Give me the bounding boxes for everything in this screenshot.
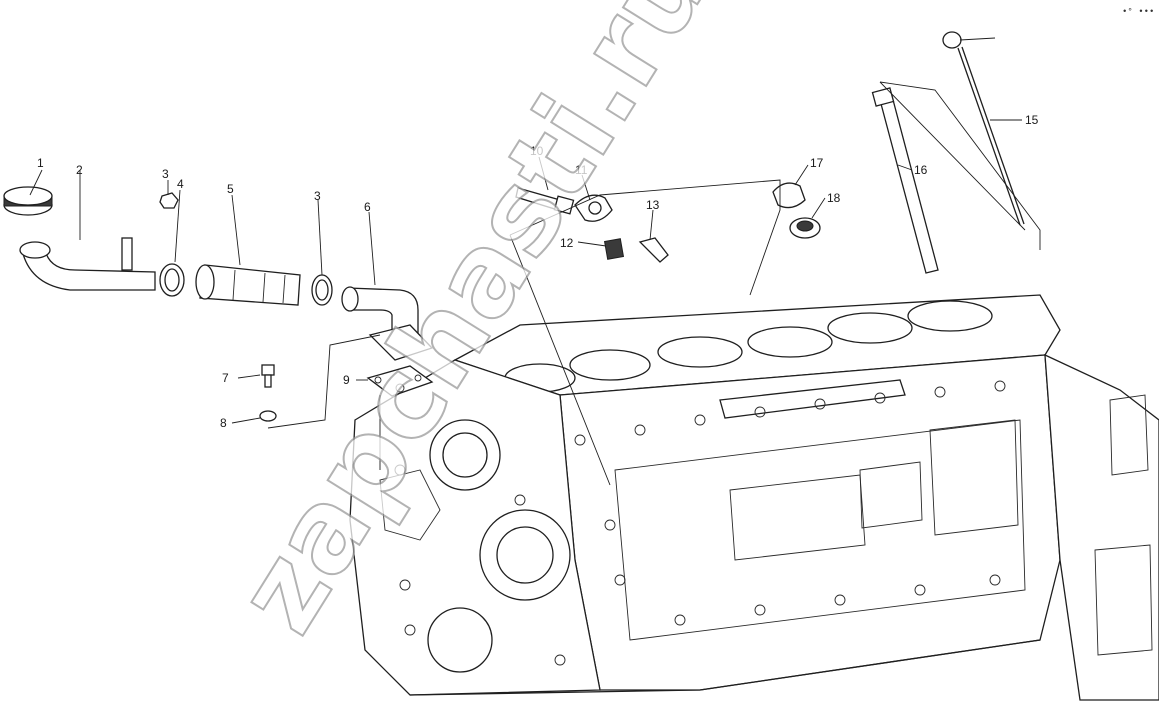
- callout-3-right: 3: [314, 189, 321, 203]
- callout-15: 15: [1025, 113, 1039, 127]
- part-15-dipstick: [942, 31, 1025, 226]
- callout-8: 8: [220, 416, 227, 430]
- callout-leaders: [29, 37, 1022, 424]
- callout-18: 18: [827, 191, 841, 205]
- part-12-sleeve: [603, 238, 625, 260]
- part-4-clamp: [159, 263, 185, 297]
- engine-block: [349, 294, 1159, 701]
- callout-6: 6: [364, 200, 371, 214]
- part-8-washer: [259, 410, 277, 422]
- part-3-clamp-right: [311, 274, 333, 306]
- callout-12: 12: [560, 236, 574, 250]
- callout-4: 4: [177, 177, 184, 191]
- callout-17: 17: [810, 156, 824, 170]
- part-2-filler-tube: [19, 237, 156, 291]
- callout-11: 11: [575, 163, 588, 177]
- callout-7: 7: [222, 371, 229, 385]
- callout-13: 13: [646, 198, 660, 212]
- part-16-guide-tube: [871, 87, 939, 274]
- callout-3: 3: [162, 167, 169, 181]
- part-3-nut: [159, 192, 179, 209]
- callout-2: 2: [76, 163, 83, 177]
- leader-brackets: [267, 81, 1041, 486]
- part-9-gasket: [366, 365, 434, 397]
- part-6-elbow: [341, 286, 434, 361]
- callout-labels: 1 2 3 4 5 3 6 7 8 9 10 11 12 13 15 16 17…: [37, 113, 1039, 430]
- callout-10: 10: [530, 144, 544, 158]
- corner-mark: •° •••: [1122, 7, 1154, 17]
- part-7-bolt: [261, 364, 275, 388]
- part-18-grommet: [789, 217, 821, 239]
- callout-16: 16: [914, 163, 928, 177]
- part-1-cap: [3, 186, 53, 216]
- callout-5: 5: [227, 182, 234, 196]
- callout-1: 1: [37, 156, 44, 170]
- part-5-hose: [195, 264, 301, 306]
- part-13-bolt: [638, 237, 669, 263]
- callout-9: 9: [343, 373, 350, 387]
- part-17-clip: [772, 182, 806, 209]
